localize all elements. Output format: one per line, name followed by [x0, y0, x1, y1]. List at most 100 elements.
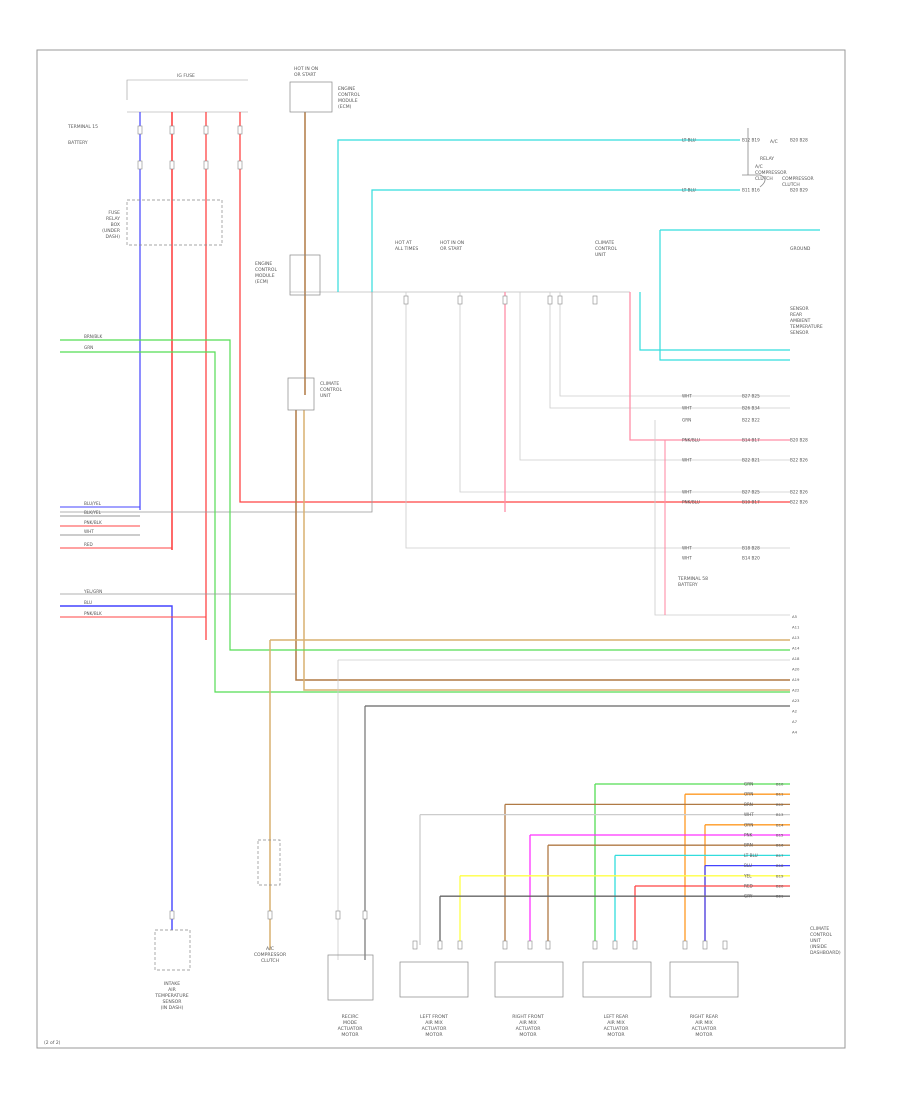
- right-pin-label: A23: [792, 698, 800, 703]
- ecm-box: [289, 81, 333, 113]
- motor-connector: [632, 940, 638, 950]
- right-connector-pins: B11 B16: [742, 188, 760, 193]
- ecm-side-label: (ECM): [338, 104, 352, 110]
- ecm-splice-label: (ECM): [255, 279, 269, 285]
- right-connector-code: GRN: [682, 418, 691, 423]
- lower-right-block-label: CLIMATE: [810, 926, 829, 932]
- wire-tan-mid: [303, 410, 790, 691]
- ecm-splice-label: ENGINE: [255, 261, 272, 267]
- motor-connector: [702, 940, 708, 950]
- ground-label: GROUND: [790, 246, 811, 252]
- right-connector-pins: B22 B22: [742, 418, 760, 423]
- lower-right-block-label: UNIT: [810, 938, 821, 944]
- bottom-caption: MOTOR: [341, 1032, 359, 1038]
- bottom-caption: MOTOR: [607, 1032, 625, 1038]
- fuse-relay-box: [126, 199, 223, 246]
- motor-connector: [682, 940, 688, 950]
- sensor-block-label: SENSOR: [790, 330, 809, 336]
- wire-grn-left: [60, 339, 790, 651]
- wire-brn-mid: [295, 410, 790, 681]
- ecm-side-label: ENGINE: [338, 86, 355, 92]
- footer-code: (2 of 2): [44, 1040, 61, 1046]
- bottom-caption: TEMPERATURE: [154, 993, 188, 999]
- feed-connector: [203, 125, 209, 135]
- lower-right-code: BRN: [744, 843, 753, 848]
- terminal-label: BATTERY: [678, 582, 698, 588]
- lower-right-pin: B10: [776, 782, 784, 787]
- ignition-label: TERMINAL 15: [67, 124, 98, 130]
- bottom-caption: ACTUATOR: [516, 1026, 542, 1032]
- wire-lt-blu-3: [639, 292, 790, 351]
- ac-sub-label: COMPRESSOR: [755, 170, 787, 176]
- right-connector-pins: B27 B25: [742, 394, 760, 399]
- bottom-caption: AIR MIX: [519, 1020, 537, 1026]
- lower-right-pin: B21: [776, 894, 784, 899]
- wire-lt-blu-4: [659, 230, 790, 361]
- wire-gray-3: [519, 292, 790, 461]
- sensor-block-label: SENSOR: [790, 306, 809, 312]
- bottom-caption: ACTUATOR: [422, 1026, 448, 1032]
- lower-right-pin: B11: [776, 792, 784, 797]
- lower-left-connector-label: YEL/GRN: [83, 589, 102, 594]
- bottom-caption: RIGHT REAR: [690, 1014, 719, 1020]
- lower-right-code: WHT: [744, 812, 754, 817]
- bottom-caption: MOTOR: [425, 1032, 443, 1038]
- bottom-caption: ACTUATOR: [338, 1026, 364, 1032]
- ecm-hot-label: HOT IN ON: [294, 66, 318, 72]
- relay-box-label: FUSE: [108, 210, 120, 216]
- sensor-block-label: TEMPERATURE: [789, 324, 823, 330]
- bottom-caption: MOTOR: [519, 1032, 537, 1038]
- lower-right-pin: B15: [776, 833, 784, 838]
- lower-right-pin: B20: [776, 884, 784, 889]
- ecm-splice-label: MODULE: [255, 273, 275, 279]
- right-connector-code: PNK/BLU: [682, 500, 700, 505]
- center-module-label: UNIT: [320, 393, 331, 399]
- feed-connector: [169, 160, 175, 170]
- right-connector-note: B22 B26: [790, 500, 808, 505]
- right-pin-label: A18: [792, 656, 800, 661]
- motor-connector: [412, 940, 418, 950]
- junction-connector: [403, 295, 409, 305]
- mid-left-connector-label: RED: [84, 542, 93, 547]
- ac-labels-right: CLUTCH: [782, 182, 800, 188]
- lower-left-connector-label: PNK/BLK: [84, 611, 102, 616]
- ecm-splice-label: CONTROL: [255, 267, 277, 273]
- left-connector-label: GRN: [84, 345, 93, 350]
- wire-lt-blu-2: [371, 189, 740, 292]
- mid-left-connector-label: BLU/YEL: [84, 501, 102, 506]
- feed-connector: [203, 160, 209, 170]
- junction-connector: [557, 295, 563, 305]
- right-connector-pins: B14 B17: [742, 438, 760, 443]
- recirc-motor-box: [327, 954, 374, 1001]
- wire-gray-4: [549, 292, 790, 409]
- junction-label: OR START: [440, 246, 462, 252]
- wire-gray-term: [654, 420, 790, 616]
- right-connector-pins: B12 B19: [742, 138, 760, 143]
- junction-label: CLIMATE: [595, 240, 614, 246]
- lower-right-code: GRY: [744, 894, 753, 899]
- ecm-side-label: MODULE: [338, 98, 358, 104]
- relay-box-label: (UNDER: [102, 228, 120, 234]
- bottom-caption: SENSOR: [163, 999, 183, 1005]
- wire-gray-left: [60, 292, 373, 513]
- ecm-side-label: CONTROL: [338, 92, 360, 98]
- mid-left-connector-label: PNK/BLK: [84, 520, 102, 525]
- right-connector-code: WHT: [682, 394, 692, 399]
- bottom-caption: AIR MIX: [607, 1020, 625, 1026]
- right-pin-label: A22: [792, 688, 800, 693]
- right-pin-label: A7: [792, 719, 798, 724]
- lower-right-block-label: DASHBOARD): [810, 950, 841, 956]
- air-mix-motor-box: [399, 961, 469, 998]
- lower-right-code: YEL: [743, 873, 752, 878]
- wire-gray-5: [559, 292, 790, 397]
- lower-right-block-label: CONTROL: [810, 932, 832, 938]
- right-pin-label: A14: [792, 646, 800, 651]
- bottom-caption: AIR: [168, 987, 176, 993]
- bottom-caption: INTAKE: [164, 981, 180, 987]
- sensor-block-label: AMBIENT: [790, 318, 811, 324]
- air-mix-motor-box: [669, 961, 739, 998]
- junction-connector: [502, 295, 508, 305]
- diagram-frame: [36, 49, 846, 1049]
- ac-sub-label: CLUTCH: [755, 176, 773, 182]
